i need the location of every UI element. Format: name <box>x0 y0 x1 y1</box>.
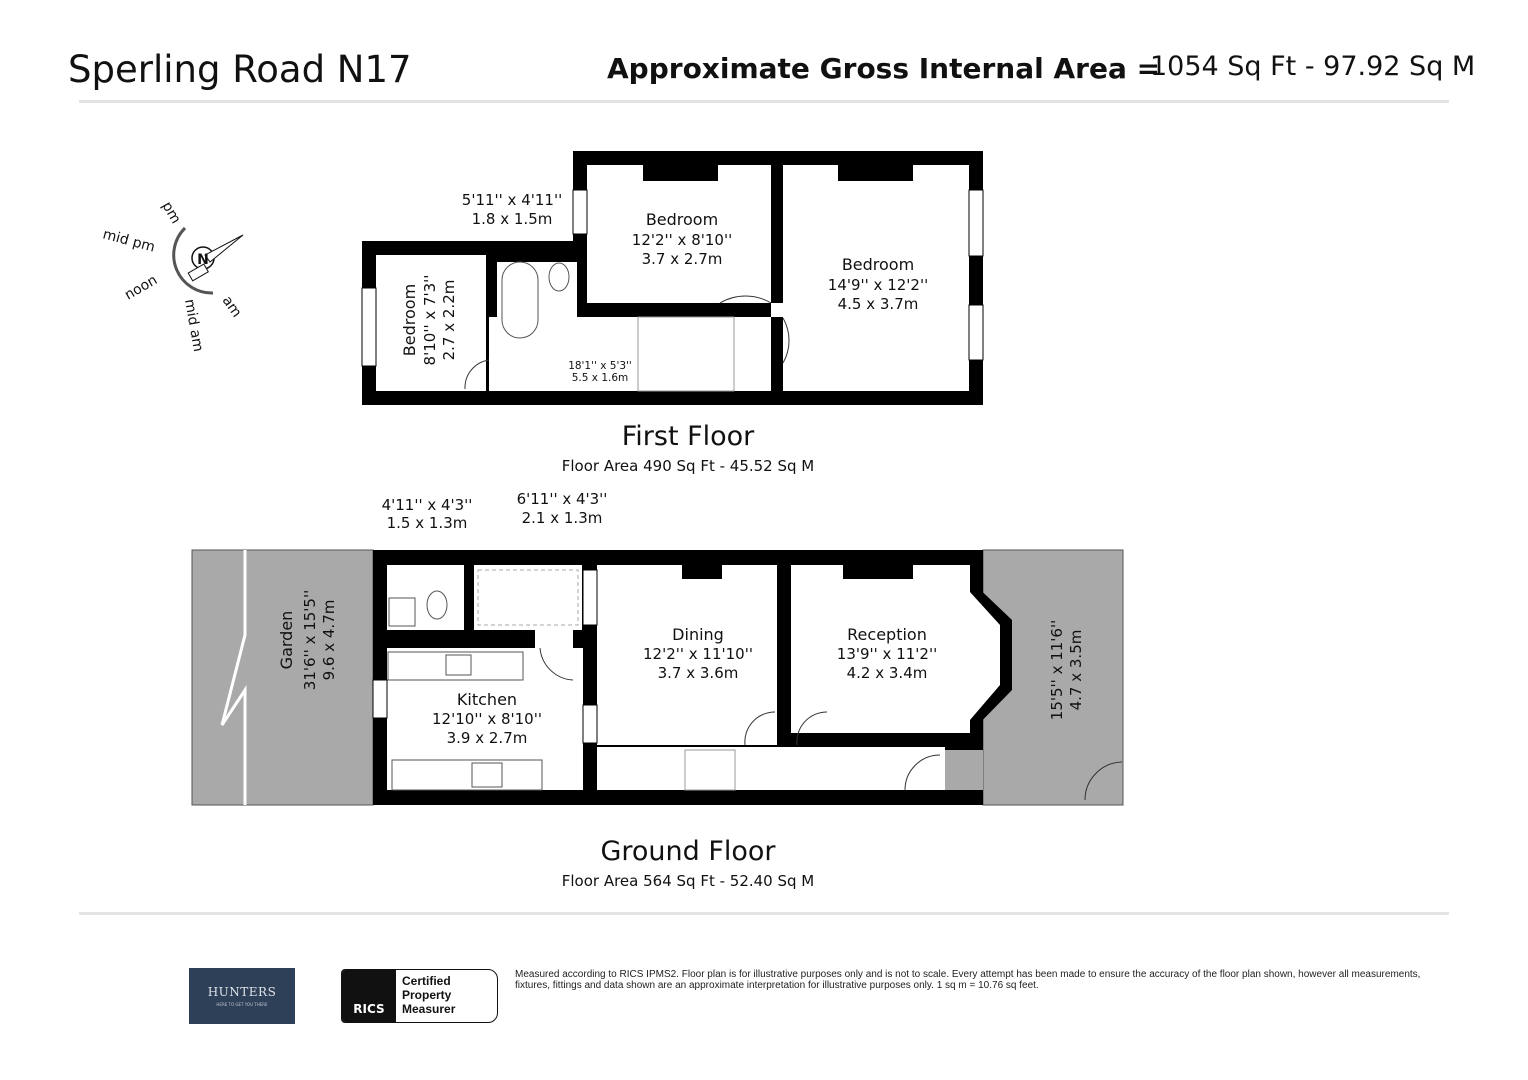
top-divider <box>79 100 1449 103</box>
room-dimension: 4.2 x 3.4m <box>847 664 928 682</box>
room-dimension: 14'9'' x 12'2'' <box>828 276 928 294</box>
room-dimension: 1.5 x 1.3m <box>387 514 468 532</box>
room-dimension: 1.8 x 1.5m <box>472 210 553 228</box>
bottom-divider <box>79 912 1449 915</box>
room-dimension: 3.7 x 2.7m <box>642 250 723 268</box>
staircase-icon <box>684 749 736 791</box>
toilet-icon <box>548 262 570 292</box>
room-reception <box>791 565 970 733</box>
sink-icon <box>445 654 472 676</box>
garden-area <box>191 549 374 806</box>
room-dimension: 15'5'' x 11'6'' <box>1048 620 1066 720</box>
room-utility <box>474 565 582 630</box>
rics-logo: RICS <box>342 970 396 1022</box>
room-dimension: 2.7 x 2.2m <box>440 280 458 361</box>
ground-floor-plan <box>191 549 1124 806</box>
badge-line: Certified <box>402 974 451 988</box>
room-dimension: 12'2'' x 8'10'' <box>632 231 732 249</box>
compass-label: pm <box>159 199 184 227</box>
compass-label: am <box>219 293 245 320</box>
room-name: Bedroom <box>400 284 419 356</box>
window <box>372 679 388 719</box>
compass-label: noon <box>122 272 160 303</box>
room-dimension: 8'10'' x 7'3'' <box>421 275 439 366</box>
room-bedroom-small <box>376 255 486 391</box>
bath-icon <box>501 261 539 339</box>
window <box>582 704 598 744</box>
property-title: Sperling Road N17 <box>68 48 412 91</box>
staircase-icon <box>637 316 735 392</box>
room-dimension: 3.7 x 3.6m <box>658 664 739 682</box>
window <box>582 569 598 626</box>
room-dimension: 6'11'' x 4'3'' <box>517 490 608 508</box>
room-name: Kitchen <box>457 690 517 709</box>
room-dimension: 4'11'' x 4'3'' <box>382 496 473 514</box>
room-dimension: 31'6'' x 15'5'' <box>301 590 319 690</box>
room-dimension: 4.5 x 3.7m <box>838 295 919 313</box>
room-dimension: 3.9 x 2.7m <box>447 729 528 747</box>
room-hallway <box>597 747 945 790</box>
floor-area: Floor Area 490 Sq Ft - 45.52 Sq M <box>562 457 815 475</box>
first-floor-plan <box>361 151 984 405</box>
room-bedroom-large <box>783 165 969 391</box>
floor-title: Ground Floor <box>600 836 776 867</box>
room-dimension: 5.5 x 1.6m <box>572 372 629 384</box>
room-dimension: 9.6 x 4.7m <box>320 600 338 681</box>
room-name: Bedroom <box>842 255 914 274</box>
room-dimension: 5'11'' x 4'11'' <box>462 191 562 209</box>
toilet-icon <box>426 590 448 620</box>
agent-tagline: HERE TO GET YOU THERE <box>216 1002 268 1007</box>
room-dimension: 13'9'' x 11'2'' <box>837 645 937 663</box>
badge-line: Property <box>402 988 452 1002</box>
compass-north: N <box>197 252 209 268</box>
compass-icon: N pm mid pm noon mid am am <box>101 199 245 353</box>
room-dimension: 12'10'' x 8'10'' <box>432 710 542 728</box>
agent-logo-text: HUNTERS <box>207 985 277 999</box>
gross-area-label: Approximate Gross Internal Area = <box>607 52 1161 85</box>
room-dimension: 18'1'' x 5'3'' <box>568 360 632 372</box>
rics-logo-text: RICS <box>353 1002 385 1016</box>
hunters-logo: HUNTERS HERE TO GET YOU THERE <box>189 968 295 1024</box>
gross-area-value: 1054 Sq Ft - 97.92 Sq M <box>1150 51 1476 82</box>
badge-line: Measurer <box>402 1002 456 1016</box>
room-dimension: 4.7 x 3.5m <box>1067 630 1085 711</box>
room-dining <box>597 565 777 745</box>
window <box>968 304 984 361</box>
disclaimer: Measured according to RICS IPMS2. Floor … <box>515 969 1421 991</box>
room-name: Garden <box>277 611 296 670</box>
compass-label: mid am <box>181 298 206 353</box>
shower-icon <box>388 597 416 627</box>
compass-label: mid pm <box>101 226 157 255</box>
window <box>968 189 984 257</box>
floor-title: First Floor <box>622 421 755 452</box>
room-name: Reception <box>847 625 927 644</box>
room-dimension: 2.1 x 1.3m <box>522 509 603 527</box>
floor-area: Floor Area 564 Sq Ft - 52.40 Sq M <box>562 872 815 890</box>
room-dimension: 12'2'' x 11'10'' <box>643 645 753 663</box>
window <box>361 287 377 367</box>
room-name: Dining <box>672 625 724 644</box>
rics-badge: RICS Certified Property Measurer <box>341 969 498 1023</box>
room-bedroom-middle <box>587 165 771 303</box>
hob-icon <box>471 762 503 788</box>
window <box>572 189 588 235</box>
worktop <box>391 759 543 791</box>
room-name: Bedroom <box>646 210 718 229</box>
